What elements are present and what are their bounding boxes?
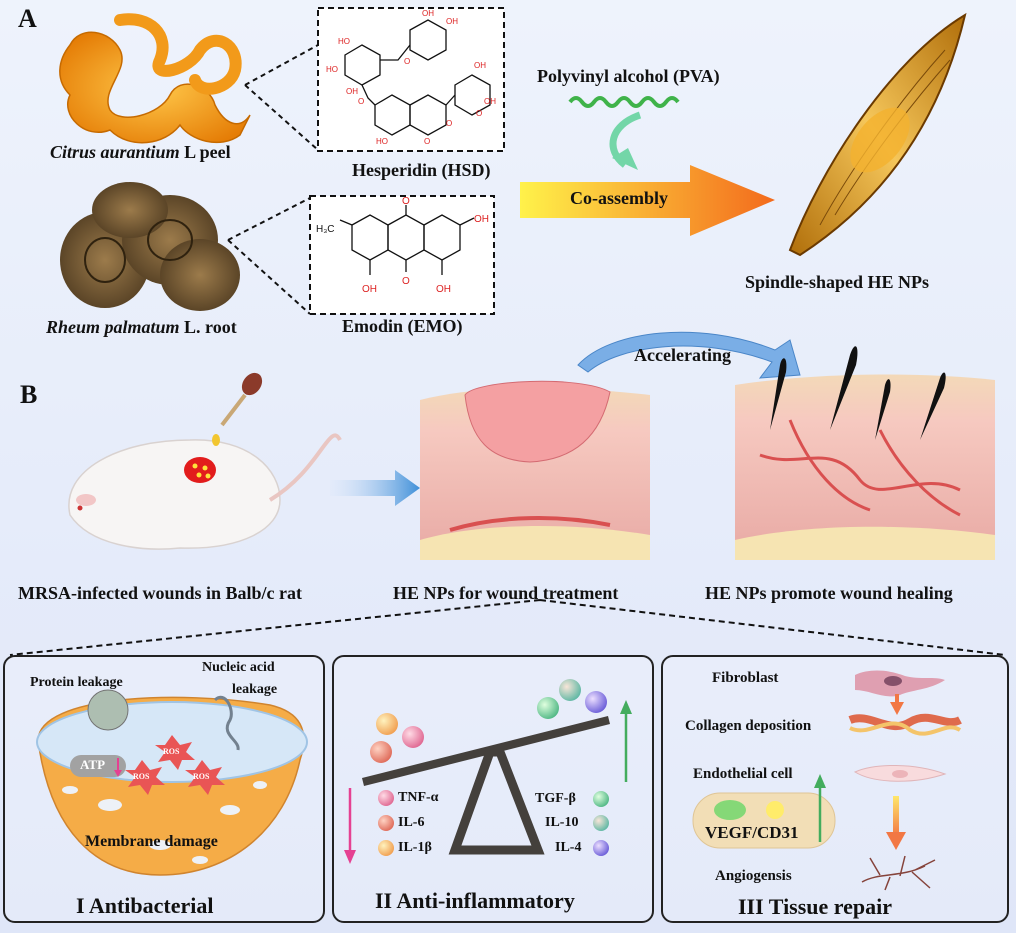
protein-leakage-label: Protein leakage (30, 675, 123, 690)
citrus-peel-image (59, 13, 251, 144)
tissue-repair-panel (661, 655, 1009, 923)
antibacterial-title: I Antibacterial (76, 893, 214, 918)
seesaw (362, 679, 610, 856)
treatment-caption: HE NPs for wound treatment (393, 583, 619, 603)
mouse-illustration (68, 372, 342, 550)
ros-label-1: ROS (163, 747, 180, 756)
increase-arrow (620, 700, 632, 782)
detail-connector (9, 599, 1006, 656)
tissue-repair-illustrations (692, 670, 962, 891)
rheum-label: Rheum palmatum L. root (46, 317, 237, 337)
emodin-structure (339, 205, 475, 275)
rheum-root-image (60, 182, 240, 311)
nps-label: Spindle-shaped HE NPs (745, 272, 930, 292)
anti-inflammatory-panel (332, 655, 654, 923)
treatment-arrow (330, 470, 420, 506)
hesperidin-structure-box (317, 7, 505, 152)
wound-skin-illustration (420, 380, 650, 560)
svg-text:O: O (476, 109, 482, 118)
coassembly-label: Co-assembly (570, 188, 668, 208)
svg-text:HO: HO (338, 37, 350, 46)
svg-text:HO: HO (376, 137, 388, 146)
il1beta-label: IL-1β (398, 840, 432, 855)
pva-label: Polyvinyl alcohol (PVA) (537, 66, 720, 86)
hesperidin-label: Hesperidin (HSD) (352, 160, 491, 180)
spindle-nanoparticle (788, 12, 967, 257)
nucleic-acid-label-1: Nucleic acid (202, 660, 275, 675)
bacteria-illustration (36, 689, 308, 876)
emodin-atom-labels: H₃C OH OH O OH O (316, 196, 489, 295)
tgf-beta-label: TGF-β (535, 791, 576, 806)
svg-text:O: O (358, 97, 364, 106)
tnf-alpha-label: TNF-α (398, 790, 439, 805)
mouse-caption: MRSA-infected wounds in Balb/c rat (18, 583, 303, 603)
svg-text:OH: OH (362, 284, 377, 295)
panel-a-letter: A (18, 4, 37, 33)
atp-label: ATP (80, 757, 106, 772)
svg-text:OH: OH (436, 284, 451, 295)
svg-text:OH: OH (446, 17, 458, 26)
hesperidin-atom-labels: OH OH HO O HO OH O O OH O OH O HO (326, 9, 496, 146)
svg-text:O: O (446, 119, 452, 128)
hesperidin-structure (344, 19, 491, 136)
decrease-arrow (344, 788, 356, 864)
svg-text:OH: OH (474, 214, 489, 225)
svg-text:OH: OH (422, 9, 434, 18)
svg-text:OH: OH (474, 61, 486, 70)
co-assembly-arrow (520, 165, 775, 236)
svg-text:O: O (402, 196, 410, 207)
panel-b-letter: B (20, 380, 38, 409)
svg-text:OH: OH (484, 97, 496, 106)
hsd-connector (244, 44, 319, 151)
nucleic-acid-label-2: leakage (232, 682, 278, 697)
healed-skin-illustration (735, 346, 995, 560)
ros-label-3: ROS (193, 772, 210, 781)
svg-text:H₃C: H₃C (316, 224, 335, 235)
ros-label-2: ROS (133, 772, 150, 781)
svg-text:OH: OH (346, 87, 358, 96)
membrane-damage-label: Membrane damage (85, 833, 218, 850)
anti-inflammatory-title: II Anti-inflammatory (375, 888, 575, 913)
svg-text:O: O (424, 137, 430, 146)
accelerating-label: Accelerating (634, 345, 731, 365)
citrus-label: Citrus aurantium L peel (50, 142, 231, 162)
endothelial-label: Endothelial cell (693, 766, 793, 782)
antibacterial-panel (3, 655, 325, 923)
emodin-label: Emodin (EMO) (342, 316, 463, 336)
healing-caption: HE NPs promote wound healing (705, 583, 953, 603)
svg-text:O: O (402, 276, 410, 287)
svg-text:O: O (404, 57, 410, 66)
collagen-label: Collagen deposition (685, 718, 812, 734)
pva-chain (568, 96, 680, 108)
emo-connector (227, 197, 311, 315)
il6-label: IL-6 (398, 815, 425, 830)
il10-label: IL-10 (545, 815, 579, 830)
angiogenesis-label: Angiogensis (715, 868, 792, 884)
emodin-structure-box (309, 195, 495, 315)
svg-text:HO: HO (326, 65, 338, 74)
vegf-label: VEGF/CD31 (705, 823, 799, 842)
il4-label: IL-4 (555, 840, 582, 855)
fibroblast-label: Fibroblast (712, 670, 779, 686)
tissue-repair-title: III Tissue repair (738, 894, 893, 919)
